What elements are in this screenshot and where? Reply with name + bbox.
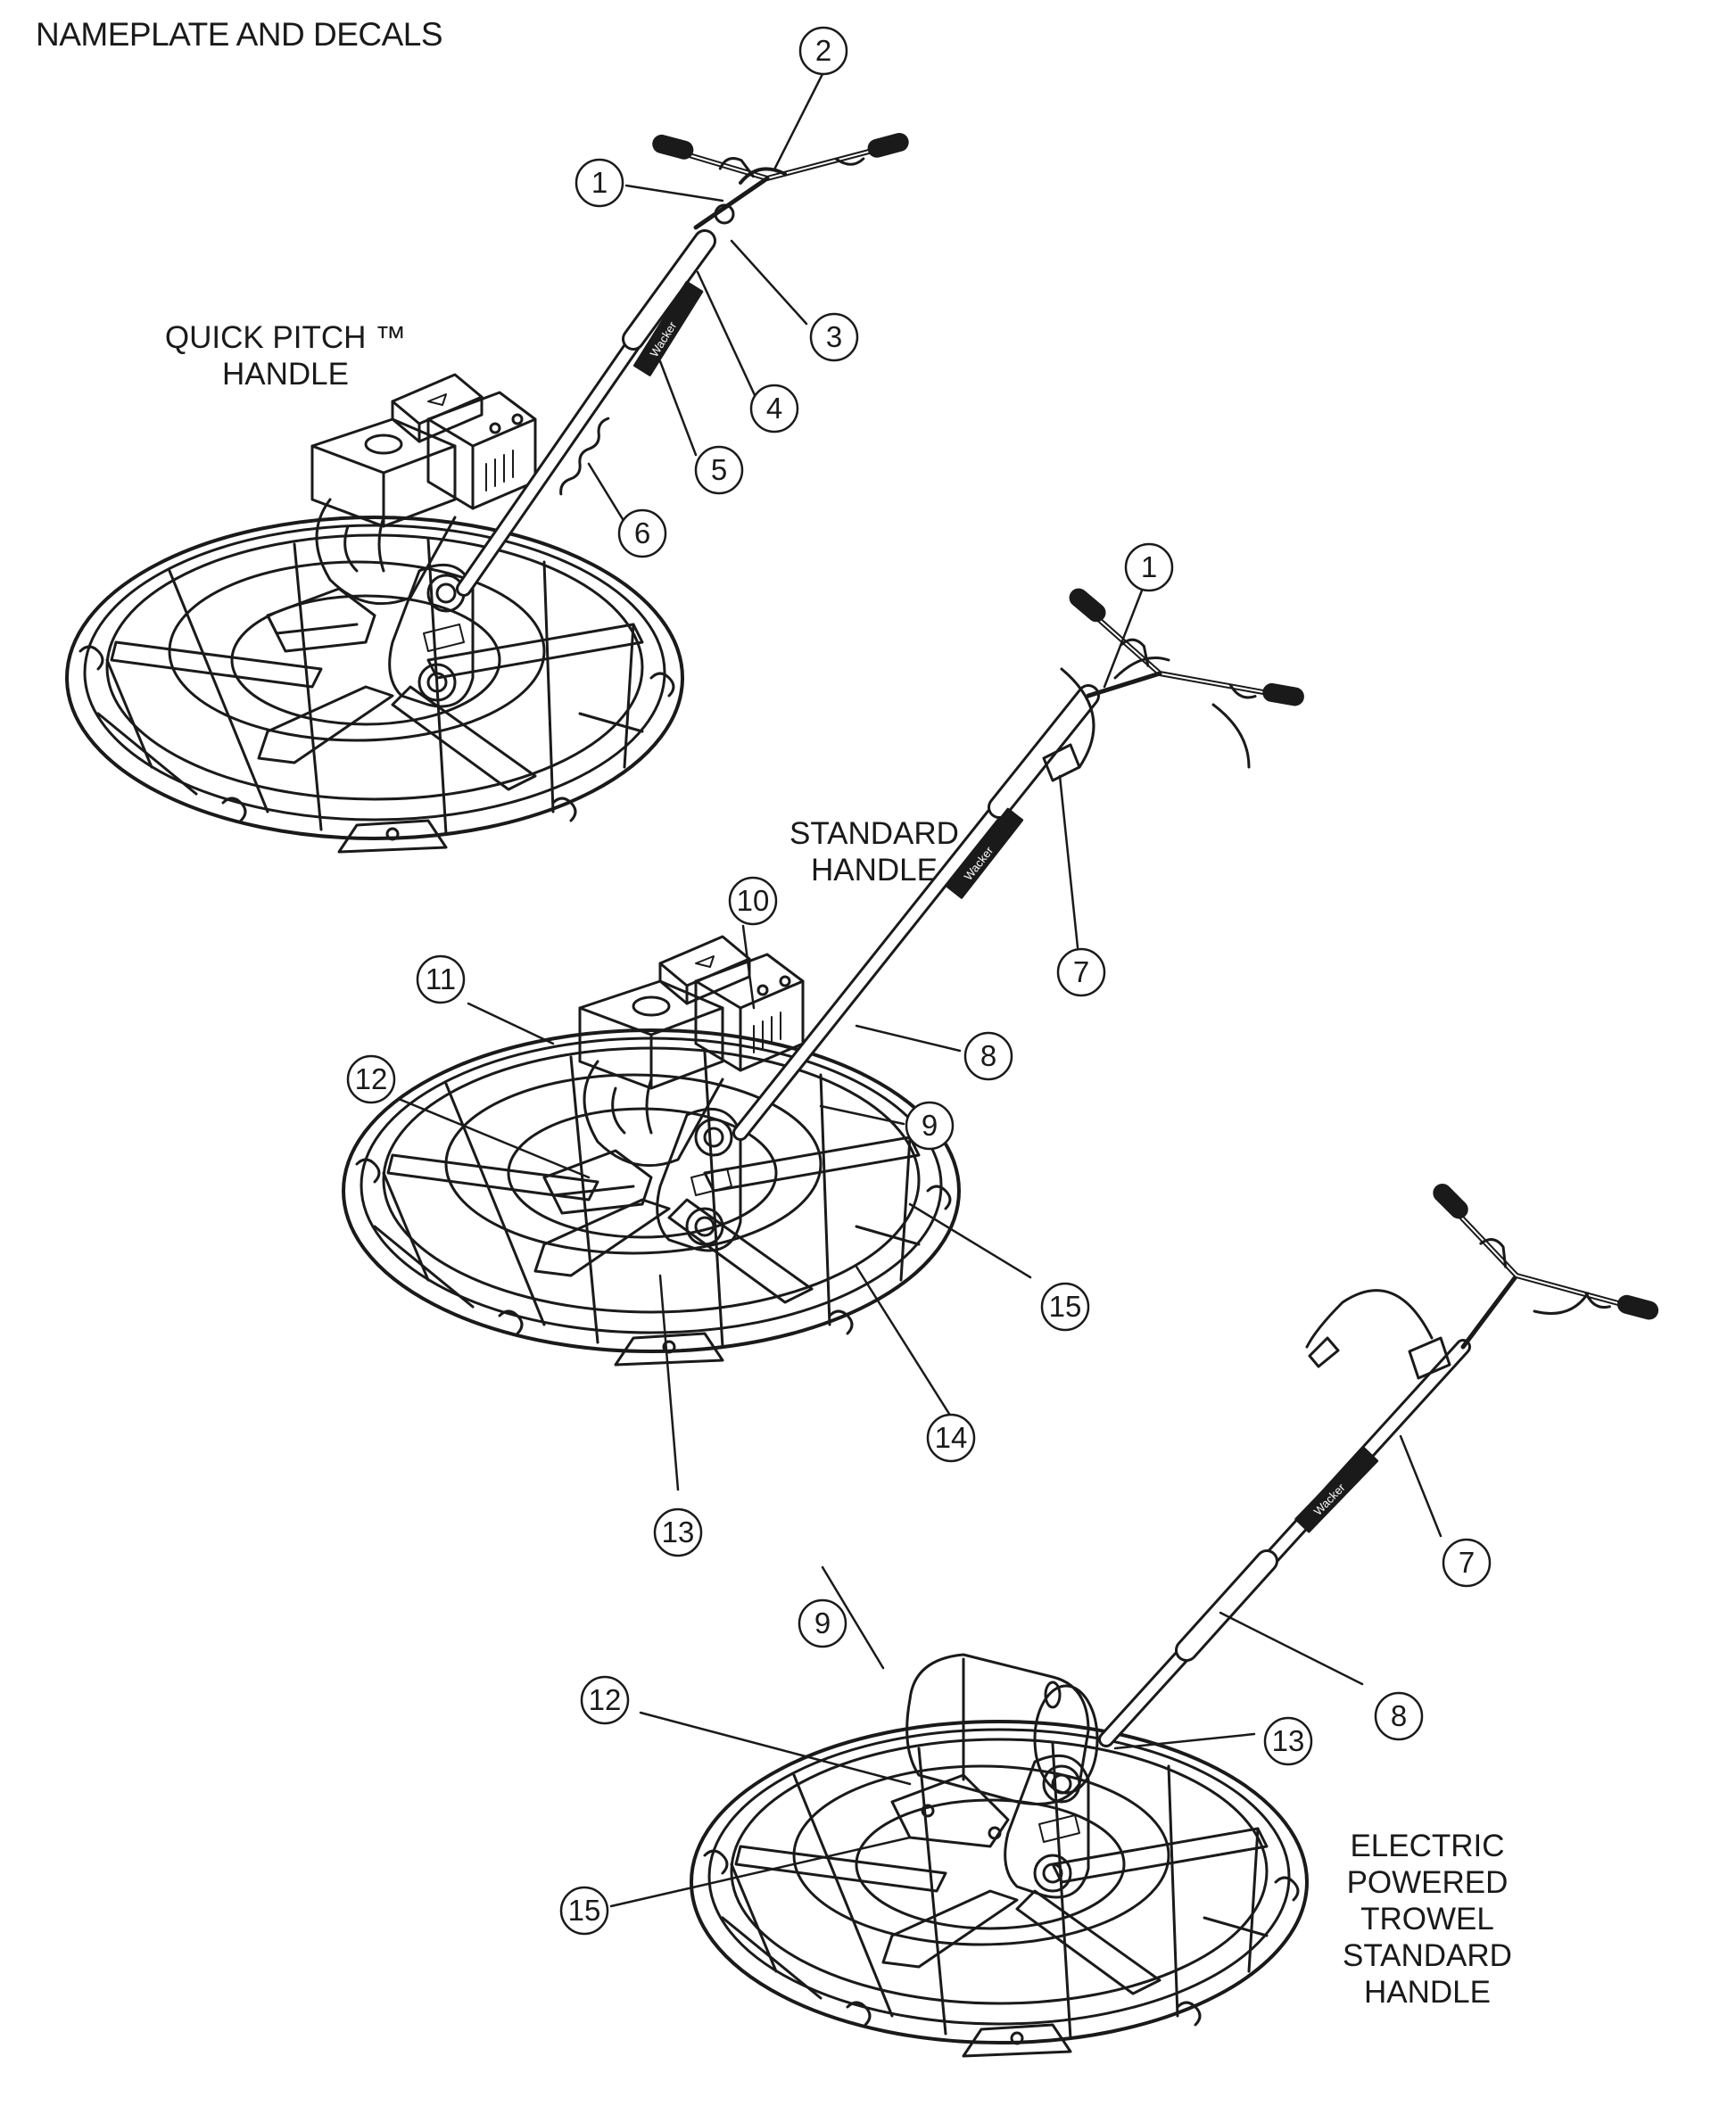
callout-circle xyxy=(728,876,778,926)
caption-electric-powered-trowel: ELECTRIC POWERED TROWEL STANDARD HANDLE xyxy=(1311,1828,1543,2011)
caption-quick-pitch-handle: QUICK PITCH ™ HANDLE xyxy=(152,319,419,392)
callout-number: 15 xyxy=(1049,1290,1082,1323)
callout-circle xyxy=(798,26,848,76)
caption-line: HANDLE xyxy=(811,853,938,888)
callout-circle xyxy=(559,1886,609,1936)
callout-number: 8 xyxy=(980,1039,996,1072)
callout-electric-9: 9 xyxy=(798,1598,847,1648)
callout-number: 4 xyxy=(766,392,782,425)
callout-number: 11 xyxy=(426,962,456,995)
callout-circle xyxy=(617,508,667,558)
callout-circle xyxy=(963,1031,1013,1081)
page-title: NAMEPLATE AND DECALS xyxy=(36,16,443,53)
caption-line: POWERED xyxy=(1346,1865,1509,1900)
callout-electric-12: 12 xyxy=(580,1675,630,1725)
callout-number: 13 xyxy=(662,1515,695,1549)
caption-line: HANDLE xyxy=(1364,1975,1491,2010)
callout-electric-15: 15 xyxy=(559,1886,609,1936)
callout-number: 7 xyxy=(1073,955,1089,988)
callout-circle xyxy=(653,1507,703,1557)
callout-electric-13: 13 xyxy=(1263,1716,1313,1766)
leader-lines xyxy=(397,70,1443,1908)
callout-number: 1 xyxy=(1141,550,1157,583)
callout-circle xyxy=(749,384,799,434)
electric-trowel: Wacker xyxy=(690,1179,1674,2058)
callout-standard-7: 7 xyxy=(1056,947,1106,997)
caption-line: STANDARD xyxy=(789,816,959,851)
callout-circle xyxy=(905,1101,955,1151)
callout-quick-pitch-5: 5 xyxy=(694,445,744,495)
callout-electric-8: 8 xyxy=(1374,1691,1424,1741)
callout-standard-14: 14 xyxy=(926,1413,976,1463)
callout-circle xyxy=(1056,947,1106,997)
callout-number: 9 xyxy=(814,1606,831,1639)
caption-line: QUICK PITCH ™ xyxy=(164,320,407,355)
callout-number: 1 xyxy=(591,166,608,199)
callout-quick-pitch-1: 1 xyxy=(575,158,624,208)
quick-pitch-trowel: Wacker xyxy=(65,91,910,854)
callout-standard-9: 9 xyxy=(905,1101,955,1151)
callout-quick-pitch-2: 2 xyxy=(798,26,848,76)
callout-number: 3 xyxy=(826,320,842,353)
callout-circle xyxy=(416,954,466,1004)
callout-number: 14 xyxy=(935,1421,968,1454)
callout-quick-pitch-3: 3 xyxy=(809,312,859,362)
callout-standard-10: 10 xyxy=(728,876,778,926)
callout-circle xyxy=(926,1413,976,1463)
callout-number: 12 xyxy=(355,1062,388,1095)
callout-circle xyxy=(694,445,744,495)
callout-number: 5 xyxy=(711,453,727,486)
callout-quick-pitch-4: 4 xyxy=(749,384,799,434)
callout-standard-11: 11 xyxy=(416,954,466,1004)
callout-circle xyxy=(1442,1538,1492,1588)
callout-circle xyxy=(1374,1691,1424,1741)
callout-number: 15 xyxy=(568,1894,601,1927)
callout-standard-8: 8 xyxy=(963,1031,1013,1081)
callout-standard-13: 13 xyxy=(653,1507,703,1557)
callout-number: 2 xyxy=(815,34,831,67)
caption-line: STANDARD xyxy=(1343,1938,1512,1973)
callout-standard-15: 15 xyxy=(1040,1282,1090,1332)
caption-line: TROWEL xyxy=(1360,1902,1494,1937)
callout-number: 7 xyxy=(1459,1546,1475,1579)
callout-circle xyxy=(346,1054,396,1104)
callout-circle xyxy=(1124,542,1174,592)
callout-circle xyxy=(798,1598,847,1648)
callout-circle xyxy=(580,1675,630,1725)
callout-electric-7: 7 xyxy=(1442,1538,1492,1588)
callout-number: 12 xyxy=(589,1683,622,1716)
callout-circle xyxy=(1263,1716,1313,1766)
callout-number: 13 xyxy=(1272,1724,1305,1757)
callout-number: 8 xyxy=(1391,1699,1407,1732)
callout-number: 9 xyxy=(922,1109,938,1142)
standard-handle-trowel: Wacker xyxy=(342,584,1316,1367)
callout-number: 10 xyxy=(737,884,770,917)
callout-standard-1: 1 xyxy=(1124,542,1174,592)
callout-circle xyxy=(575,158,624,208)
callout-standard-12: 12 xyxy=(346,1054,396,1104)
callout-number: 6 xyxy=(634,516,650,549)
callout-circle xyxy=(1040,1282,1090,1332)
callout-quick-pitch-6: 6 xyxy=(617,508,667,558)
caption-line: HANDLE xyxy=(222,357,349,392)
callout-circle xyxy=(809,312,859,362)
caption-standard-handle: STANDARD HANDLE xyxy=(767,815,981,888)
caption-line: ELECTRIC xyxy=(1350,1829,1505,1863)
